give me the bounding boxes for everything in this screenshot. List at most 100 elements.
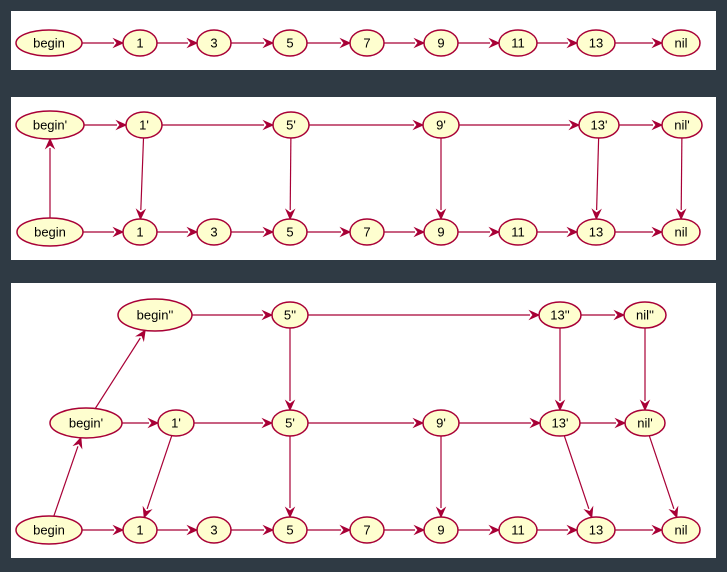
- arrowhead-icon: [112, 524, 125, 536]
- edge-list-n13-to-nil: [615, 37, 664, 49]
- node-label: 3: [210, 225, 217, 240]
- edge-line: [563, 435, 590, 509]
- edge-line: [680, 137, 683, 211]
- arrowhead-icon: [262, 119, 275, 131]
- edge-two-level-p5-to-n5: [284, 436, 296, 519]
- node-label: 13'': [550, 308, 569, 323]
- node-two-level-p1: 1': [157, 409, 195, 437]
- arrowhead-icon: [613, 309, 626, 321]
- node-list-begin: begin: [15, 29, 83, 57]
- edge-line: [140, 137, 145, 211]
- arrowhead-icon: [675, 208, 687, 221]
- node-label: 5': [286, 118, 296, 133]
- arrowhead-icon: [566, 226, 579, 238]
- node-ellipse: [661, 218, 701, 246]
- node-two-level-n11: 11: [498, 516, 538, 544]
- edge-two-level-p9-to-n9: [435, 436, 447, 519]
- node-label: nil: [674, 523, 687, 538]
- arrowhead-icon: [528, 309, 541, 321]
- node-label: begin: [34, 225, 66, 240]
- node-two-level-p9: 9': [422, 409, 460, 437]
- node-two-level-b1: begin': [49, 407, 123, 439]
- edge-two-level-n7-to-n9: [384, 524, 426, 536]
- node-ellipse: [661, 29, 701, 57]
- node-list-n7: 7: [349, 29, 385, 57]
- arrowhead-icon: [413, 37, 426, 49]
- arrowhead-icon: [262, 37, 275, 49]
- edge-two-level-b1-to-b2: [94, 329, 146, 409]
- arrowhead-icon: [568, 119, 581, 131]
- arrowhead-icon: [435, 208, 447, 221]
- node-two-level-n3: 3: [196, 516, 232, 544]
- edge-one-level-p9-to-p13: [459, 119, 581, 131]
- node-ellipse: [661, 111, 703, 139]
- edge-two-level-n9-to-n11: [458, 524, 501, 536]
- node-ellipse: [122, 218, 158, 246]
- arrowhead-icon: [651, 119, 664, 131]
- node-ellipse: [271, 301, 309, 329]
- panel-two-level: [11, 283, 716, 558]
- edge-two-level-qnil-to-pnil: [639, 328, 651, 412]
- edge-list-n9-to-n11: [458, 37, 501, 49]
- node-ellipse: [272, 111, 310, 139]
- node-label: begin': [69, 416, 103, 431]
- node-one-level-p1: 1': [125, 111, 163, 139]
- edge-one-level-p9-to-n9: [435, 138, 447, 221]
- edge-one-level-begin-to-b1: [44, 137, 56, 218]
- arrowhead-icon: [435, 506, 447, 519]
- arrowhead-icon: [668, 505, 679, 519]
- node-label: 11: [511, 225, 525, 240]
- node-ellipse: [349, 29, 385, 57]
- node-label: 1': [171, 416, 181, 431]
- edge-one-level-n1-to-n3: [157, 226, 199, 238]
- node-ellipse: [16, 217, 84, 247]
- node-one-level-n13: 13: [576, 218, 616, 246]
- node-ellipse: [576, 29, 616, 57]
- node-two-level-b2: begin'': [117, 298, 193, 332]
- edge-two-level-q5-to-q13: [308, 309, 541, 321]
- edge-line: [648, 435, 675, 509]
- node-label: 9: [437, 523, 444, 538]
- arrowhead-icon: [413, 524, 426, 536]
- node-two-level-q13: 13'': [538, 301, 582, 329]
- arrowhead-icon: [142, 505, 153, 519]
- arrowhead-icon: [112, 37, 125, 49]
- node-ellipse: [661, 516, 701, 544]
- node-label: 1: [136, 36, 143, 51]
- node-ellipse: [623, 301, 667, 329]
- arrowhead-icon: [262, 524, 275, 536]
- node-one-level-n3: 3: [196, 218, 232, 246]
- edge-two-level-b1-to-p1: [122, 417, 160, 429]
- arrowhead-icon: [186, 524, 199, 536]
- node-two-level-p5: 5': [271, 409, 309, 437]
- arrowhead-icon: [488, 226, 501, 238]
- node-label: 7: [363, 225, 370, 240]
- edge-one-level-n5-to-n7: [307, 226, 352, 238]
- node-ellipse: [122, 29, 158, 57]
- node-label: 9': [436, 416, 446, 431]
- node-label: nil: [674, 36, 687, 51]
- node-label: 13': [591, 118, 608, 133]
- node-ellipse: [117, 298, 193, 332]
- edge-list-n3-to-n5: [231, 37, 275, 49]
- node-two-level-n1: 1: [122, 516, 158, 544]
- node-ellipse: [576, 218, 616, 246]
- edge-list-n5-to-n7: [307, 37, 352, 49]
- node-one-level-n11: 11: [498, 218, 538, 246]
- arrowhead-icon: [651, 524, 664, 536]
- node-label: 11: [511, 36, 525, 51]
- node-ellipse: [498, 29, 538, 57]
- edge-line: [289, 137, 292, 211]
- arrowhead-icon: [529, 417, 542, 429]
- node-label: 3: [210, 523, 217, 538]
- node-two-level-n5: 5: [272, 516, 308, 544]
- node-list-n5: 5: [272, 29, 308, 57]
- node-label: 9: [437, 36, 444, 51]
- node-label: 7: [363, 523, 370, 538]
- edge-one-level-b1-to-p1: [84, 119, 128, 131]
- edge-two-level-p13-to-pnil: [580, 417, 627, 429]
- node-list-nil: nil: [661, 29, 701, 57]
- node-list-n11: 11: [498, 29, 538, 57]
- arrowhead-icon: [651, 37, 664, 49]
- node-two-level-n13: 13: [576, 516, 616, 544]
